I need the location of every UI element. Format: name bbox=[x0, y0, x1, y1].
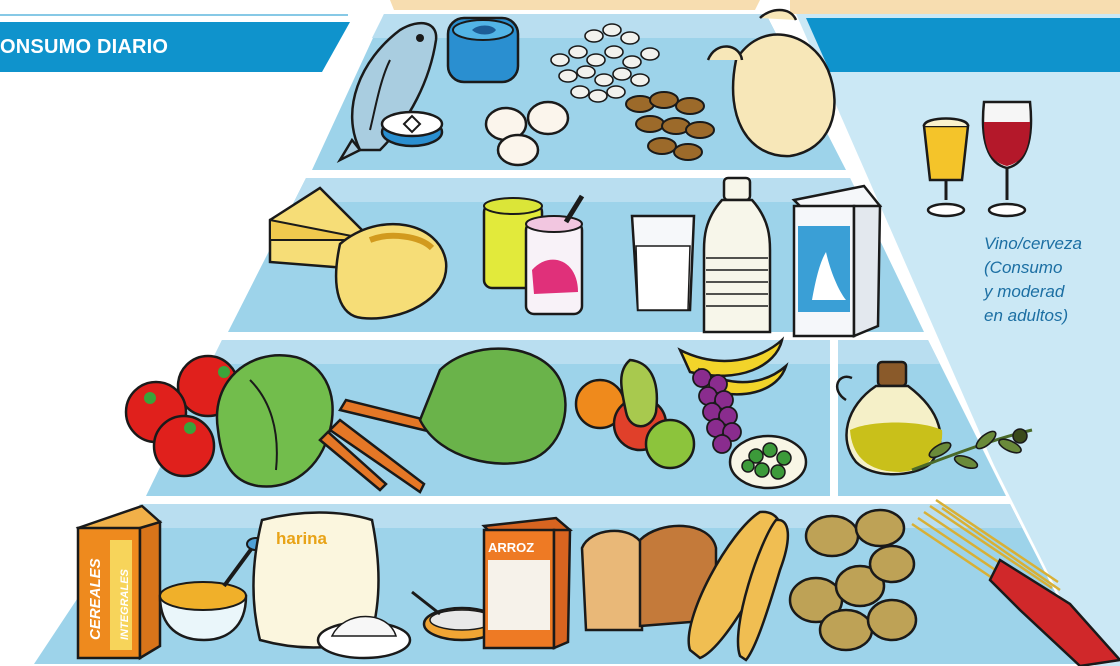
wine-beer-note-line-3: y moderad bbox=[984, 280, 1082, 304]
peas-icon bbox=[730, 436, 806, 488]
rice-label: ARROZ bbox=[488, 540, 534, 555]
milk-carton-icon bbox=[794, 186, 880, 336]
cereal-box-icon: CEREALES INTEGRALES bbox=[78, 506, 160, 658]
top-cap-right bbox=[790, 0, 1120, 14]
rice-box-icon: ARROZ bbox=[484, 518, 570, 648]
wine-beer-note: Vino/cerveza (Consumo y moderad en adult… bbox=[984, 232, 1082, 328]
tin-can-icon bbox=[448, 18, 518, 82]
cereal-label-2: INTEGRALES bbox=[119, 568, 131, 640]
top-cap bbox=[390, 0, 760, 10]
wine-beer-note-line-2: (Consumo bbox=[984, 256, 1082, 280]
tuna-can-icon bbox=[382, 112, 442, 146]
cereal-label: CEREALES bbox=[87, 558, 104, 640]
milk-glass-icon bbox=[632, 216, 694, 310]
flour-label: harina bbox=[276, 529, 328, 548]
wine-beer-note-line-4: en adultos) bbox=[984, 304, 1082, 328]
top-banner-right bbox=[806, 18, 1120, 72]
consumo-diario-title: ONSUMO DIARIO bbox=[0, 36, 168, 59]
wine-beer-note-line-1: Vino/cerveza bbox=[984, 232, 1082, 256]
